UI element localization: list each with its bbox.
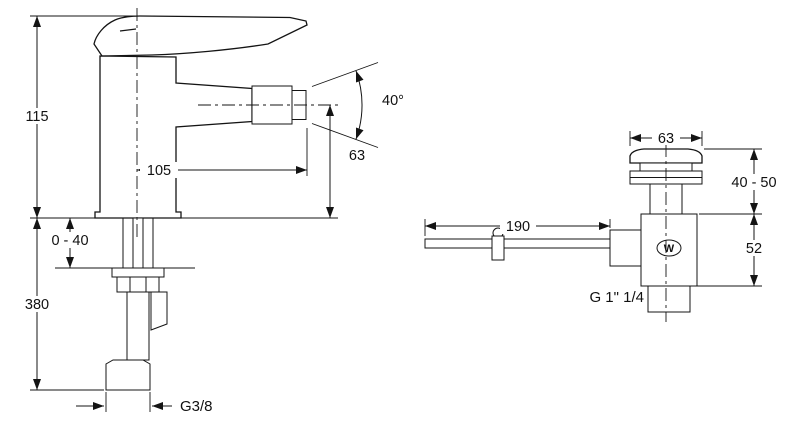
dimension-spout-reach-label: 105 — [147, 163, 171, 179]
dimension-outlet-thread-label: G 1" 1/4 — [589, 289, 644, 306]
dimension-height-label: 115 — [25, 109, 48, 125]
brand-mark: W — [656, 239, 682, 257]
dimension-deck-thickness-label: 0 - 40 — [51, 233, 88, 249]
dimension-height-115: 115 — [20, 15, 136, 218]
under-deck-assembly — [105, 217, 168, 391]
dimension-rod-length-label: 190 — [506, 219, 530, 235]
drain-drawing: W 63 40 - 50 52 — [424, 130, 781, 322]
drain-body — [640, 213, 698, 313]
faucet-handle — [93, 15, 308, 57]
dimension-spray-angle-label: 40° — [382, 93, 404, 109]
dimension-spout-reach-105: 105 — [137, 128, 308, 179]
short-hose-stub — [150, 291, 168, 331]
drain-tailpiece — [647, 285, 691, 313]
dimension-mounting-range: 40 - 50 — [699, 148, 781, 215]
dimension-spray-angle-40deg: 40° — [311, 62, 404, 148]
dimension-deck-thickness: 0 - 40 — [45, 218, 95, 268]
dimension-flange-label: 63 — [658, 131, 674, 147]
hose-connection-nut — [105, 359, 151, 391]
dimension-flange-63: 63 — [629, 130, 703, 147]
dimension-supply-thread-label: G3/8 — [180, 398, 213, 415]
dimension-mounting-range-label: 40 - 50 — [731, 175, 776, 191]
pop-up-rod — [424, 227, 642, 267]
dimension-supply-thread-g38: G3/8 — [76, 392, 213, 415]
faucet-body — [94, 55, 253, 219]
dimension-supply-length-380: 380 — [20, 218, 104, 391]
faucet-drawing: 115 0 - 40 380 105 63 — [20, 8, 404, 415]
rod-pivot-clevis — [491, 235, 505, 261]
dimension-body-height-label: 52 — [746, 241, 762, 257]
dimension-spout-height-label: 63 — [349, 148, 365, 164]
dimension-supply-length-label: 380 — [25, 297, 49, 313]
dimension-outlet-thread: G 1" 1/4 — [589, 289, 644, 306]
dimension-body-height-52: 52 — [692, 214, 769, 287]
brand-mark-label: W — [664, 243, 675, 255]
dimension-spout-height-63: 63 — [326, 105, 365, 218]
rod-coupling-nut — [609, 229, 642, 267]
dimension-rod-length-190: 190 — [424, 218, 611, 236]
